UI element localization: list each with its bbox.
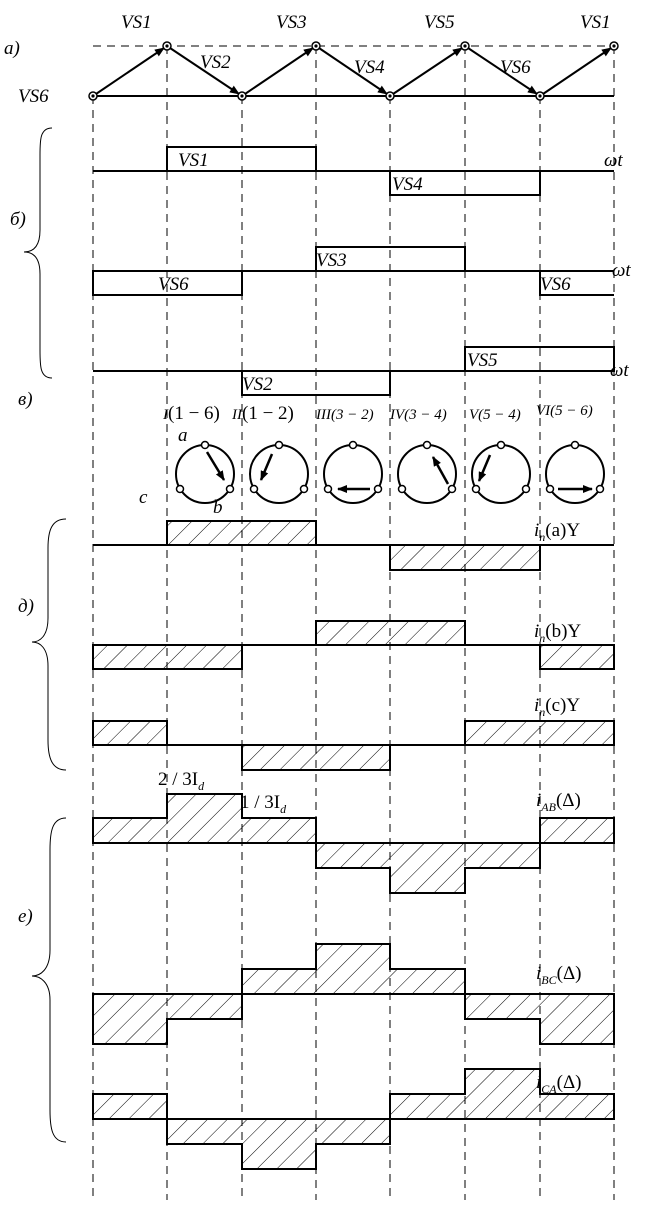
section-label-b: б) bbox=[10, 209, 26, 230]
commutation-sequence: VS1 VS3 VS5 VS1 VS2 VS4 VS6 VS6 bbox=[18, 12, 619, 107]
current-ic-label: in(c)Y bbox=[534, 695, 580, 719]
phase-a-label: a bbox=[178, 425, 188, 446]
section-label-d: д) bbox=[18, 596, 34, 617]
section-label-e: е) bbox=[18, 906, 33, 927]
interval-labels: I(1 − 6) II(1 − 2) III(3 − 2) IV(3 − 4) … bbox=[162, 403, 593, 424]
section-label-a: а) bbox=[4, 38, 20, 59]
gate-pulse-labels: VS1 VS4 VS3 VS6 VS6 VS5 VS2 ωt ωt ωt bbox=[158, 150, 631, 395]
interval-3: III(3 − 2) bbox=[315, 407, 374, 423]
interval-1: I(1 − 6) bbox=[162, 403, 220, 424]
star-currents: in(a)Y in(b)Y in(c)Y bbox=[92, 520, 615, 771]
gate-pulses bbox=[92, 146, 615, 396]
axis-label-2: ωt bbox=[612, 260, 631, 281]
label-vs1-end: VS1 bbox=[580, 12, 611, 33]
label-vs5-top: VS5 bbox=[424, 12, 455, 33]
level-two-thirds: 2 / 3Id bbox=[158, 769, 205, 793]
braces bbox=[23, 127, 67, 1143]
label-vs6-start: VS6 bbox=[18, 86, 49, 107]
current-ib-label: in(b)Y bbox=[534, 621, 581, 645]
axis-label-3: ωt bbox=[610, 360, 629, 381]
label-vs1-top: VS1 bbox=[121, 12, 152, 33]
pulse-vs4: VS4 bbox=[392, 174, 423, 195]
current-ibc-label: iBC(Δ) bbox=[536, 963, 582, 987]
pulse-vs3: VS3 bbox=[316, 250, 347, 271]
interval-2: II(1 − 2) bbox=[231, 403, 294, 424]
pulse-vs6-left: VS6 bbox=[158, 274, 189, 295]
current-ica-label: iCA(Δ) bbox=[536, 1072, 582, 1096]
interval-5: V(5 − 4) bbox=[469, 407, 521, 423]
axis-label-1: ωt bbox=[604, 150, 623, 171]
section-label-v: в) bbox=[18, 389, 33, 410]
level-one-third: 1 / 3Id bbox=[240, 792, 287, 816]
current-iab-label: iAB(Δ) bbox=[536, 790, 581, 814]
current-ia-label: in(a)Y bbox=[534, 520, 580, 544]
label-vs2: VS2 bbox=[200, 52, 231, 73]
pulse-vs1: VS1 bbox=[178, 150, 209, 171]
phasor-terminals bbox=[175, 440, 605, 494]
label-vs6: VS6 bbox=[500, 57, 531, 78]
pulse-vs2: VS2 bbox=[242, 374, 273, 395]
phase-b-label: b bbox=[213, 497, 223, 518]
label-vs4: VS4 bbox=[354, 57, 385, 78]
delta-currents: 2 / 3Id 1 / 3Id iAB(Δ) iBC(Δ) iCA(Δ) bbox=[92, 769, 615, 1170]
pulse-vs5: VS5 bbox=[467, 350, 498, 371]
label-vs3-top: VS3 bbox=[276, 12, 307, 33]
interval-4: IV(3 − 4) bbox=[389, 407, 447, 423]
pulse-vs6-right: VS6 bbox=[540, 274, 571, 295]
interval-6: VI(5 − 6) bbox=[536, 403, 593, 419]
phasor-arrows bbox=[205, 451, 593, 493]
phase-c-label: c bbox=[139, 487, 148, 508]
